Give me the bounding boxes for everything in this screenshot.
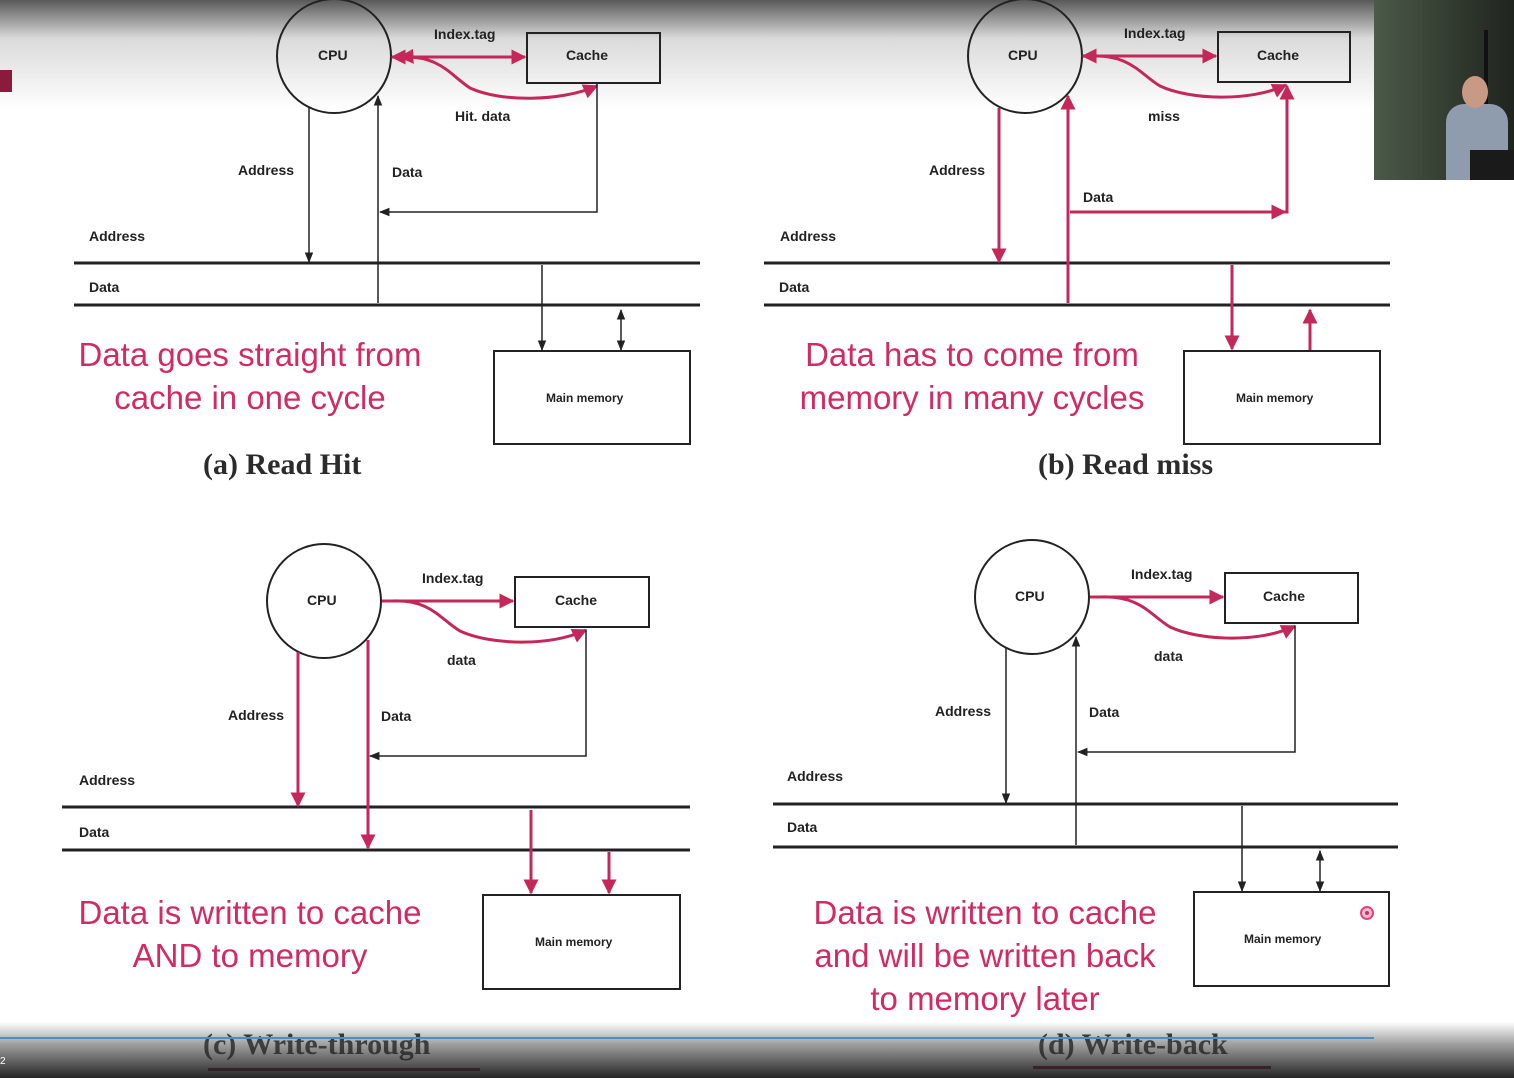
cpu-label: CPU: [318, 47, 348, 63]
index-tag-label: Index.tag: [1131, 566, 1193, 582]
caption-underline: [208, 1068, 480, 1071]
note-line: and will be written back: [814, 937, 1156, 974]
data-line-label: Data: [392, 164, 423, 180]
index-tag-label: Index.tag: [1124, 25, 1186, 41]
address-line-label: Address: [929, 162, 986, 178]
cache-label: Cache: [1257, 47, 1300, 63]
cache-label: Cache: [1263, 588, 1306, 604]
note-line: Data goes straight from: [78, 336, 422, 373]
address-line-label: Address: [228, 707, 285, 723]
address-bus-label: Address: [89, 228, 146, 244]
note-line: Data is written to cache: [813, 894, 1157, 931]
cache-label: Cache: [566, 47, 609, 63]
cpu-node: [974, 539, 1090, 655]
address-line-label: Address: [238, 162, 295, 178]
memory-node: [493, 350, 691, 445]
slide-number: 2: [0, 1056, 6, 1067]
note-line: Data has to come from: [805, 336, 1139, 373]
address-bus-label: Address: [780, 228, 837, 244]
caption-underline: [1033, 1066, 1271, 1069]
panel-caption: (a) Read Hit: [203, 448, 362, 481]
cache-node: [514, 576, 650, 628]
cache-node: [1224, 572, 1359, 624]
note-line: AND to memory: [132, 937, 368, 974]
memory-label: Main memory: [1244, 932, 1322, 946]
panel-read-hit: [74, 0, 700, 445]
panel-caption: (b) Read miss: [1038, 448, 1214, 481]
data-line-label: Data: [1083, 189, 1114, 205]
data-curve: [391, 599, 588, 644]
cache-data-path: [378, 84, 598, 217]
curve-label: data: [1154, 648, 1183, 664]
panel-note: Data is written to cache AND to memory: [50, 891, 450, 977]
panel-write-through: [62, 543, 690, 990]
data-bus-label: Data: [779, 279, 810, 295]
memory-node: [1193, 891, 1390, 987]
address-bus-label: Address: [79, 772, 136, 788]
curve-label: data: [447, 652, 476, 668]
data-bus-label: Data: [79, 824, 110, 840]
note-line: Data is written to cache: [78, 894, 422, 931]
cpu-label: CPU: [1008, 47, 1038, 63]
data-curve: [1099, 595, 1297, 640]
cpu-label: CPU: [1015, 588, 1045, 604]
cache-data-path: [1076, 626, 1296, 757]
miss-curve: [1089, 54, 1288, 99]
panel-read-miss: [764, 0, 1390, 445]
panel-caption: (c) Write-through: [203, 1028, 431, 1061]
memory-label: Main memory: [535, 935, 613, 949]
panel-caption: (d) Write-back: [1038, 1028, 1228, 1061]
cache-node: [1217, 31, 1351, 83]
data-line-label: Data: [381, 708, 412, 724]
hit-data-curve: [398, 48, 599, 100]
panel-note: Data has to come from memory in many cyc…: [772, 333, 1172, 419]
video-progress-line[interactable]: [0, 1037, 1374, 1039]
cache-label: Cache: [555, 592, 598, 608]
index-tag-label: Index.tag: [434, 26, 496, 42]
address-line-label: Address: [935, 703, 992, 719]
memory-node: [482, 894, 681, 990]
panel-write-back: [773, 539, 1398, 987]
data-line-label: Data: [1089, 704, 1120, 720]
data-bus-label: Data: [787, 819, 818, 835]
laser-pointer-icon: [1360, 906, 1374, 920]
note-line: cache in one cycle: [114, 379, 386, 416]
cpu-node: [266, 543, 382, 659]
memory-node: [1183, 350, 1381, 445]
panel-note: Data is written to cache and will be wri…: [785, 891, 1185, 1020]
address-bus-label: Address: [787, 768, 844, 784]
memory-label: Main memory: [1236, 391, 1314, 405]
panel-note: Data goes straight from cache in one cyc…: [50, 333, 450, 419]
data-bus-label: Data: [89, 279, 120, 295]
presenter-webcam: [1374, 0, 1514, 180]
index-tag-label: Index.tag: [422, 570, 484, 586]
note-line: memory in many cycles: [799, 379, 1145, 416]
cache-data-path: [368, 630, 587, 761]
memory-label: Main memory: [546, 391, 624, 405]
cpu-label: CPU: [307, 592, 337, 608]
slide-accent-marker: [0, 70, 12, 92]
curve-label: Hit. data: [455, 108, 511, 124]
curve-label: miss: [1148, 108, 1180, 124]
note-line: to memory later: [870, 980, 1100, 1017]
